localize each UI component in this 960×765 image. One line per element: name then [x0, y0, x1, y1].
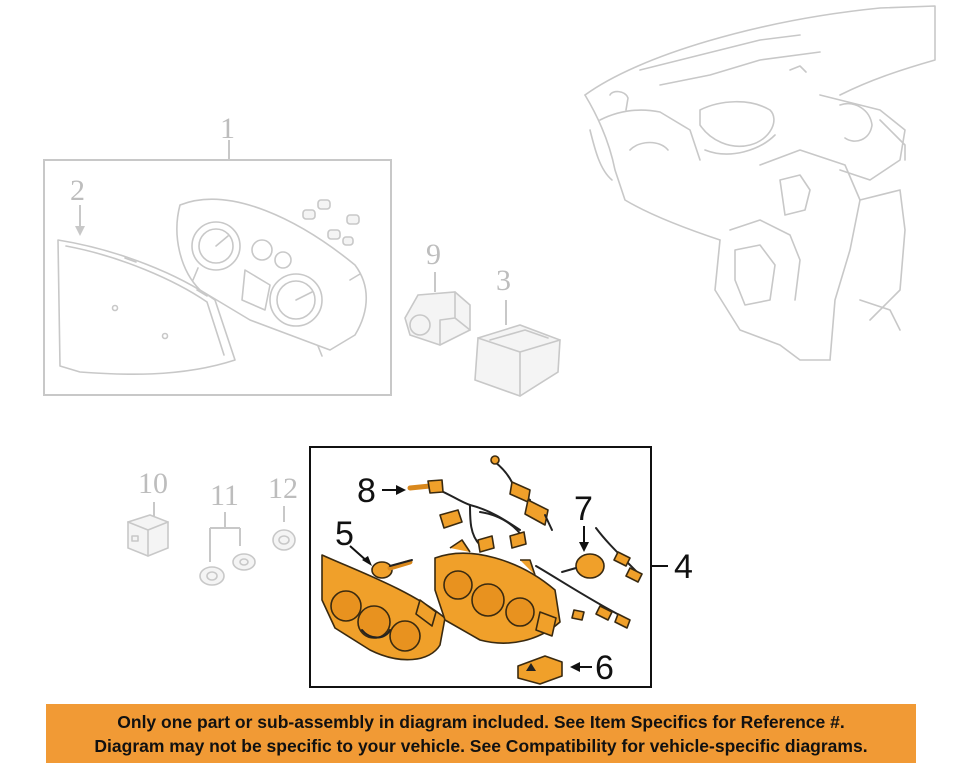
cluster-lens — [57, 239, 236, 376]
callout-7: 7 — [574, 490, 593, 528]
switch-6 — [517, 655, 563, 685]
dashboard-outline — [584, 5, 936, 361]
actuator-7 — [561, 553, 605, 579]
control-bezel — [321, 554, 446, 661]
callout-12: 12 — [268, 472, 298, 505]
switch-3 — [474, 324, 561, 397]
callout-11: 11 — [210, 479, 239, 512]
callout-2: 2 — [70, 174, 85, 207]
cluster-bulbs — [302, 199, 360, 246]
disclaimer-banner: Only one part or sub-assembly in diagram… — [46, 704, 916, 763]
callout-6: 6 — [595, 649, 614, 687]
part-10 — [127, 514, 169, 557]
control-cables — [535, 527, 643, 629]
cluster-housing — [176, 198, 367, 357]
callout-10: 10 — [138, 467, 168, 500]
wire-harness — [407, 455, 553, 553]
switch-9 — [404, 291, 471, 346]
callout-9: 9 — [426, 238, 441, 271]
callout-1: 1 — [220, 112, 235, 145]
cluster-box — [43, 159, 392, 396]
control-unit — [434, 539, 561, 644]
disclaimer-line-2: Diagram may not be specific to your vehi… — [94, 735, 868, 756]
callout-4: 4 — [674, 548, 693, 586]
knob-5 — [371, 559, 413, 579]
callout-5: 5 — [335, 515, 354, 553]
disclaimer-line-1: Only one part or sub-assembly in diagram… — [117, 711, 845, 732]
callout-8: 8 — [357, 472, 376, 510]
callout-3: 3 — [496, 264, 511, 297]
part-11 — [199, 553, 256, 586]
part-12 — [272, 529, 296, 551]
